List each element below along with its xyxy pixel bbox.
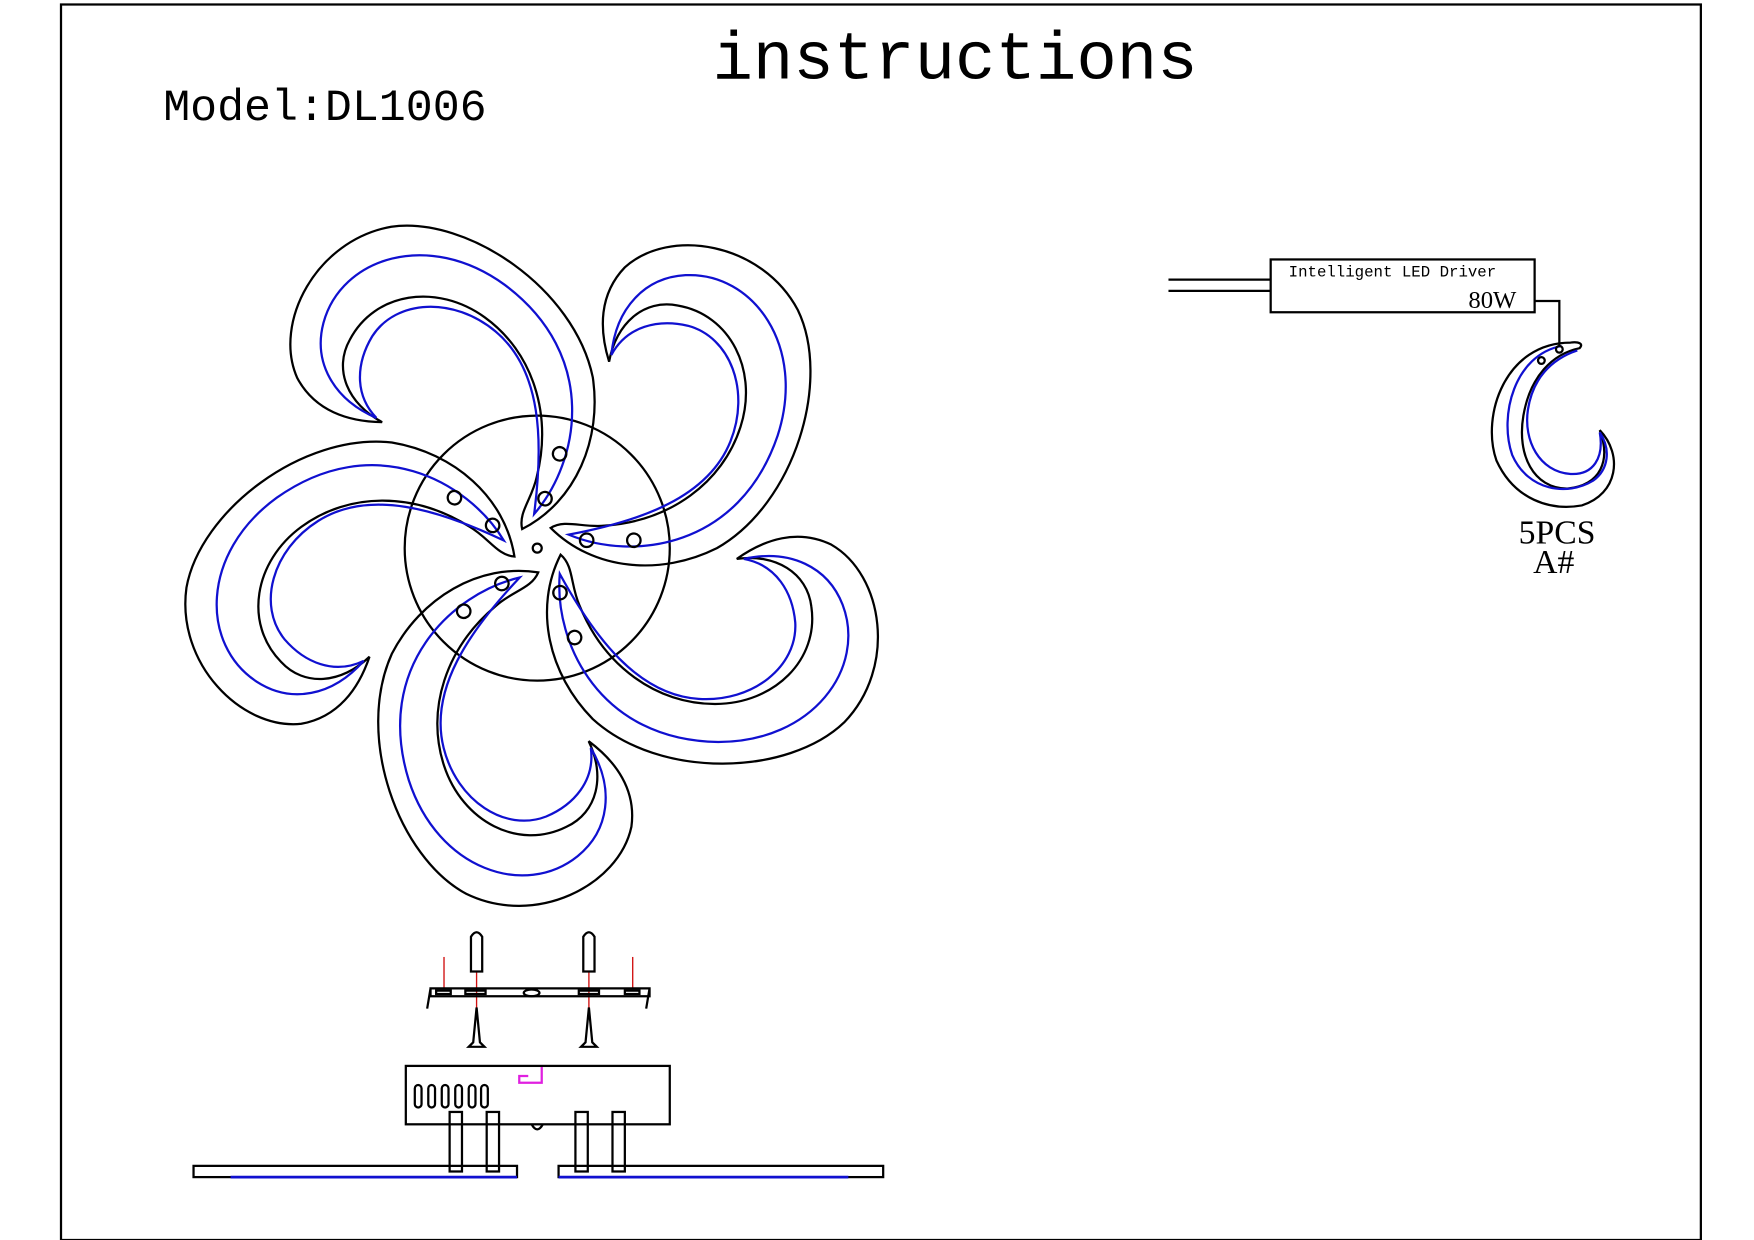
driver-box	[1269, 258, 1536, 314]
center-hole	[531, 542, 543, 554]
mounting-bracket	[426, 987, 651, 1009]
center-canopy	[403, 414, 671, 682]
driver-wattage: 80W	[1468, 287, 1517, 314]
driver-label: Intelligent LED Driver	[1289, 263, 1497, 281]
wall-anchor-icon	[469, 931, 596, 973]
driver-output-wire	[1534, 299, 1561, 346]
fixture-top-view	[137, 193, 911, 955]
part-code: A#	[1533, 544, 1574, 581]
led-driver: Intelligent LED Driver 80W	[1168, 258, 1561, 346]
wire-marker	[518, 1067, 543, 1084]
screw-icon	[466, 1007, 600, 1048]
model-number: Model:DL1006	[163, 84, 486, 134]
vent-slots	[413, 1083, 489, 1109]
page-title: instructions	[712, 24, 1197, 100]
part-quantity: 5PCS	[1519, 515, 1596, 552]
petal-5	[252, 193, 640, 542]
driver-housing	[404, 1064, 671, 1126]
support-posts	[448, 1110, 626, 1173]
petal-1	[549, 244, 812, 567]
petal-3	[304, 540, 706, 955]
mounting-side-view	[192, 931, 885, 1179]
arm-left	[192, 1164, 519, 1179]
crescent-part: 5PCS A#	[1490, 341, 1615, 581]
petal-4	[137, 372, 538, 787]
page-border	[59, 3, 1702, 1240]
arm-right	[557, 1164, 885, 1179]
